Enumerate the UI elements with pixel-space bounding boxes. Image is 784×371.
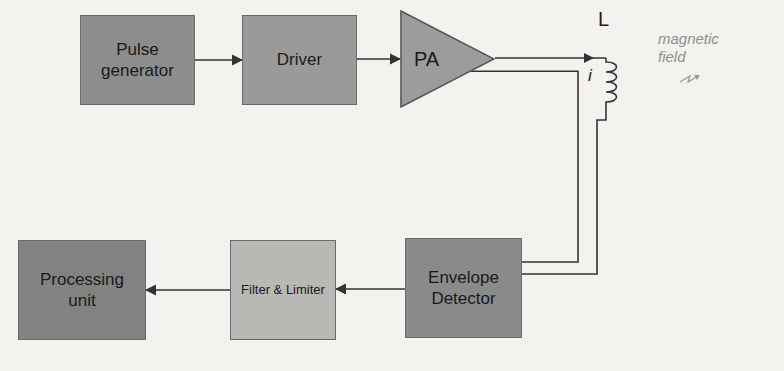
node-label: PA [414, 47, 439, 72]
node-label: Pulse generator [87, 39, 188, 82]
current-label: i [588, 66, 592, 86]
return-wire [522, 104, 606, 274]
process-box: Envelope Detector [405, 238, 522, 338]
process-box: Processing unit [18, 240, 146, 340]
process-box: Filter & Limiter [230, 240, 336, 340]
connector-arrow [336, 288, 405, 290]
field-arrowhead [694, 75, 700, 80]
node-label: Filter & Limiter [241, 282, 325, 298]
amplifier-triangle: PA [400, 10, 495, 108]
connector-arrow [195, 59, 242, 61]
node-label: Envelope Detector [412, 267, 515, 310]
node-label: Driver [277, 49, 322, 70]
process-box: Driver [242, 15, 357, 105]
process-box: Pulse generator [80, 15, 195, 105]
field-label: magnetic field [658, 30, 738, 66]
connector-arrow [146, 289, 230, 291]
connector-arrow [471, 71, 578, 262]
node-label: Processing unit [25, 269, 139, 312]
connector-arrow [357, 58, 400, 60]
coil-symbol [606, 58, 617, 104]
current-arrow [584, 53, 594, 63]
coil-winding [606, 58, 617, 104]
inductor-label: L [598, 8, 609, 31]
